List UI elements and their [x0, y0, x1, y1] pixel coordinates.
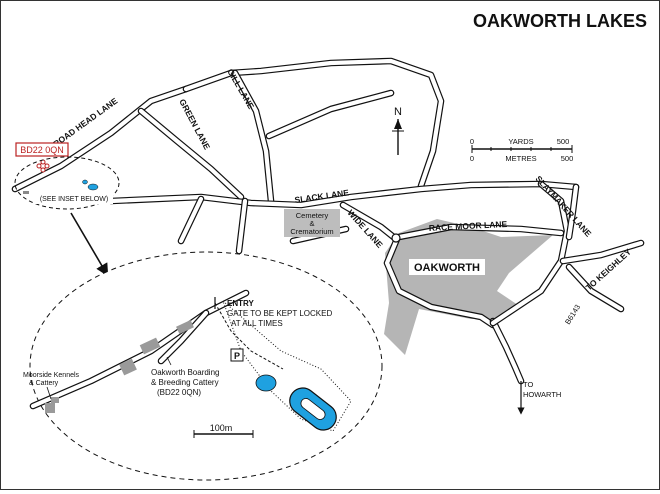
parking-icon-box: [230, 348, 244, 362]
cemetery-amp-label: &: [309, 219, 314, 228]
cemetery-label: Cemetery: [296, 211, 329, 220]
inset-entry-label: ENTRY: [227, 299, 254, 308]
race-moor-lane-label: RACE MOOR LANE: [429, 219, 508, 233]
scale-yards-label: YARDS: [508, 137, 533, 146]
scale-zero-top: 0: [470, 137, 474, 146]
inset-building-cattery-1: [119, 358, 137, 376]
site-building-small: [23, 191, 29, 194]
cemetery-box: [284, 209, 340, 237]
inset-boarding-line2: & Breeding Cattery: [151, 378, 219, 387]
postcode-tag-box: [15, 142, 69, 157]
inset-boarding-line3: (BD22 0QN): [157, 388, 201, 397]
to-howarth-label-1: TO: [523, 380, 533, 389]
site-lake-small: [87, 183, 99, 191]
inset-building-kennels-2: [51, 397, 59, 403]
inset-lake: [289, 387, 337, 431]
oakworth-town-area: [384, 219, 553, 355]
roundabout: [391, 233, 401, 243]
inset-kennels-leader: [46, 386, 52, 400]
inset-note-bg: [35, 193, 113, 204]
site-highlight-ellipse: [14, 156, 120, 210]
inset-map: P ENTRY GATE TO BE KEPT LOCKED AT ALL TI…: [23, 289, 352, 438]
site-pond-small: [82, 179, 88, 185]
inset-scale-label: 100m: [210, 423, 233, 433]
oakworth-label-bg: [409, 259, 485, 275]
inset-gate-line2: AT ALL TIMES: [231, 319, 283, 328]
inset-boarding-leader: [166, 356, 172, 366]
scale-metres-max: 500: [561, 154, 574, 163]
scale-zero-bottom: 0: [470, 154, 474, 163]
north-label: N: [394, 106, 402, 118]
map-title: OAKWORTH LAKES: [473, 11, 647, 31]
oakworth-label: OAKWORTH: [414, 262, 480, 274]
inset-building-kennels: [45, 403, 55, 413]
north-arrow: N: [392, 106, 404, 155]
road-network: [11, 57, 645, 385]
location-pin-icon: [36, 159, 50, 173]
access-track: [214, 302, 284, 370]
scale-metres-label: METRES: [505, 154, 536, 163]
parking-icon: P: [234, 351, 240, 361]
inset-pond: [255, 374, 277, 392]
scale-bar: 0 YARDS 500 0 METRES 500: [470, 137, 573, 163]
inset-building-cattery-3: [176, 319, 194, 335]
postcode-tag: BD22 0QN: [20, 145, 64, 155]
scale-yards-max: 500: [557, 137, 570, 146]
inset-note: (SEE INSET BELOW): [40, 196, 108, 203]
inset-gate-line1: GATE TO BE KEPT LOCKED: [227, 309, 332, 318]
inset-kennels-line1: Moorside Kennels: [23, 372, 80, 379]
inset-pointer-arrow: [70, 212, 109, 277]
to-howarth-label-2: HOWARTH: [523, 390, 561, 399]
inset-boarding-line1: Oakworth Boarding: [151, 368, 219, 377]
b6143-label: B6143: [563, 303, 582, 326]
inset-kennels-line2: & Cattery: [29, 380, 59, 387]
inset-building-cattery-2: [139, 337, 161, 355]
inset-ellipse: [29, 251, 383, 481]
crematorium-label: Crematorium: [290, 227, 333, 236]
